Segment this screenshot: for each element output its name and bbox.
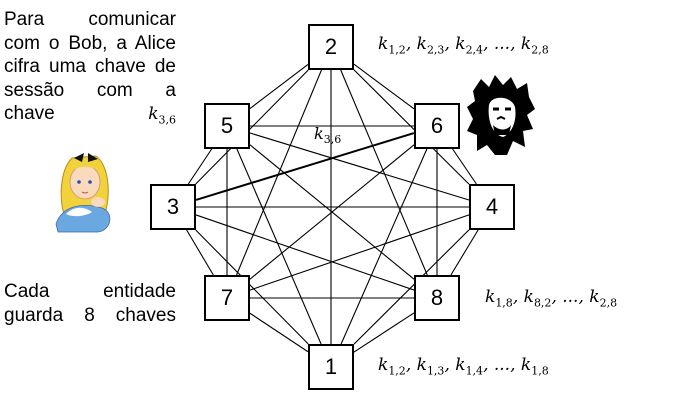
edge-2-5 (249, 64, 309, 109)
edge-3-1 (195, 229, 309, 345)
left-note: Para comunicar com o Bob, a Alice cifra … (4, 8, 176, 132)
edge-6-4 (452, 148, 477, 185)
bottom-note: Cada entidade guarda 8 chaves (4, 281, 176, 326)
key-item: k1,8 (485, 287, 513, 310)
node-1-key-list: k1,2, k1,3, k1,4, ..., k1,8 (378, 355, 549, 378)
edge-5-4 (249, 132, 470, 201)
key-item: ... (562, 287, 579, 307)
edge-5-1 (236, 148, 322, 345)
node-5: 5 (204, 103, 250, 149)
key-item: k8,2 (523, 287, 552, 310)
key-item: k2,8 (589, 287, 618, 310)
edge-2-8 (340, 69, 428, 276)
node-6: 6 (414, 103, 460, 149)
node-1: 1 (308, 344, 354, 390)
key-item: k1,3 (416, 355, 445, 378)
left-note-text: Para comunicar com o Bob, a Alice cifra … (4, 9, 176, 124)
key-item: k2,3 (416, 34, 445, 57)
key-item: k1,2 (378, 355, 406, 378)
edge-2-4 (353, 69, 470, 185)
edge-2-3 (195, 69, 309, 185)
edge-6-1 (340, 148, 428, 345)
bob-portrait-icon (467, 75, 535, 155)
edge-8-1 (353, 312, 415, 353)
node-2: 2 (308, 24, 354, 70)
key-item: k2,8 (520, 34, 549, 57)
edge-7-1 (249, 312, 309, 353)
node-2-key-list: k1,2, k2,3, k2,4, ..., k2,8 (378, 34, 549, 57)
node-4: 4 (469, 184, 515, 230)
graph-edges (186, 63, 479, 353)
alice-illustration-icon (55, 153, 111, 233)
edge-2-6 (353, 63, 415, 110)
edge-4-1 (353, 229, 470, 345)
key-item: k1,2 (378, 34, 406, 57)
edge-2-7 (236, 69, 322, 276)
key-item: ... (493, 355, 511, 375)
edge-6-3 (195, 132, 415, 201)
key-item: k2,4 (455, 34, 484, 57)
left-note-key: k3,6 (148, 104, 176, 127)
edge-4-8 (450, 229, 479, 276)
key-item: k1,4 (455, 355, 484, 378)
edge-label-k36: k3,6 (314, 124, 342, 147)
edge-6-7 (249, 144, 415, 280)
node-3: 3 (150, 184, 196, 230)
edge-4-7 (249, 214, 470, 291)
node-7: 7 (204, 275, 250, 321)
node-8: 8 (414, 275, 460, 321)
edge-5-3 (187, 148, 213, 185)
edge-3-8 (195, 214, 415, 291)
edge-3-7 (186, 229, 214, 276)
key-item: ... (493, 34, 511, 54)
node-8-key-list: k1,8, k8,2, ..., k2,8 (485, 287, 618, 310)
key-item: k1,8 (520, 355, 549, 378)
